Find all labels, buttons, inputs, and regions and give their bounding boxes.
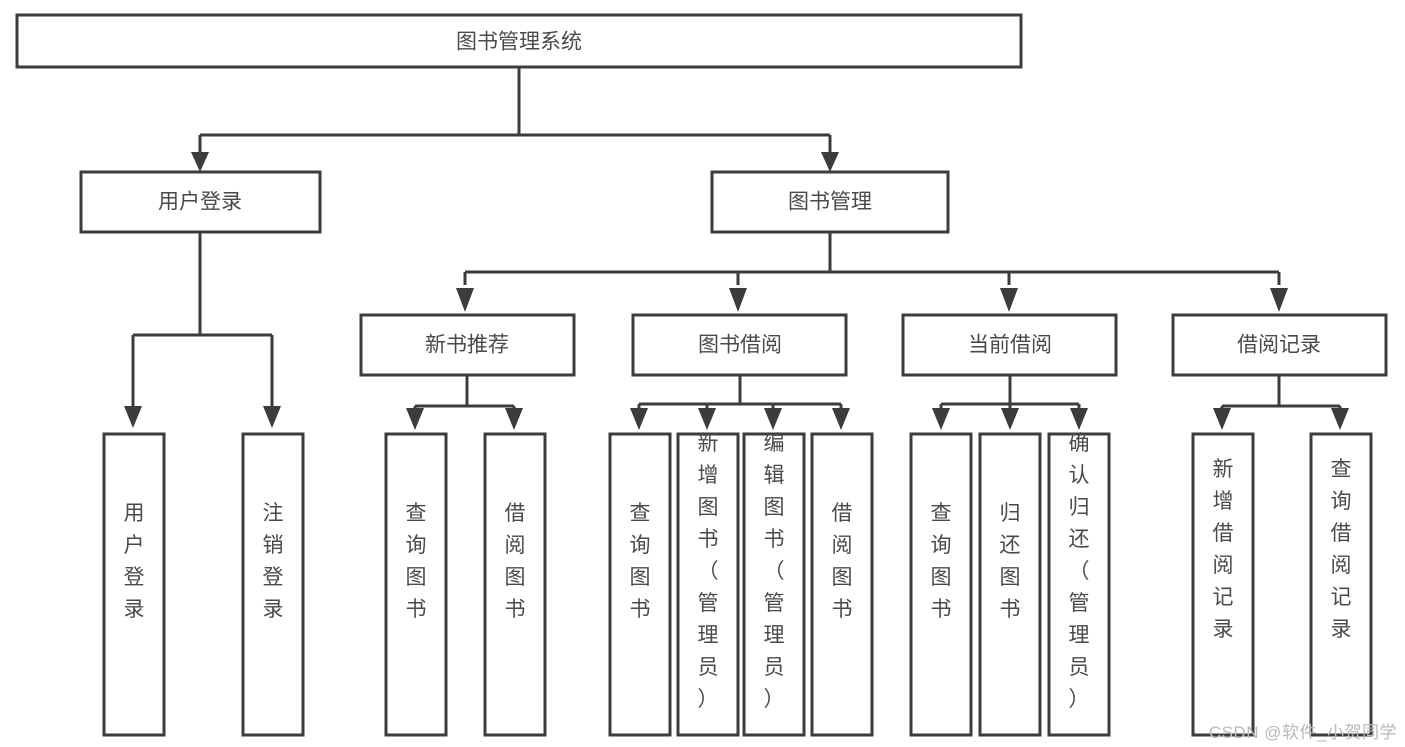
node-book-manage-box xyxy=(710,170,950,234)
leaf-user-login-login-box xyxy=(102,432,166,737)
node-current-borrow-box xyxy=(901,313,1118,377)
leaf-bookborrow-borrow-book[interactable]: 借阅图书 xyxy=(810,432,874,737)
leaf-user-login-logout[interactable]: 注销登录 xyxy=(241,432,305,737)
leaf-bookborrow-add-book-label: 新增图书（管理员） xyxy=(698,432,719,711)
leaf-bookborrow-add-book[interactable]: 新增图书（管理员） xyxy=(676,432,740,737)
leaf-currentborrow-return-book-box xyxy=(978,432,1042,737)
leaf-bookborrow-edit-book-box xyxy=(742,432,806,737)
leaf-bookborrow-query-book-box xyxy=(608,432,672,737)
arrowhead-newbook-leaf-2 xyxy=(505,408,523,430)
connector-userlogin-bus xyxy=(131,232,274,410)
leaf-currentborrow-return-book[interactable]: 归还图书 xyxy=(978,432,1042,737)
leaf-user-login-logout-box xyxy=(241,432,305,737)
connector-currentborrow-bus xyxy=(939,375,1081,410)
connector-bookmanage-bus xyxy=(463,232,1281,285)
leaf-borrowrecord-query-record-label: 查询借阅记录 xyxy=(1331,458,1352,641)
leaf-user-login-logout-label: 注销登录 xyxy=(263,502,284,621)
connector-root-to-level2 xyxy=(198,67,832,158)
leaf-currentborrow-confirm-return-box xyxy=(1047,432,1111,737)
arrowhead-to-book-borrow xyxy=(729,288,747,312)
leaf-currentborrow-query-book-label: 查询图书 xyxy=(931,502,952,621)
node-borrow-record-box xyxy=(1171,313,1388,377)
node-book-manage-label: 图书管理 xyxy=(788,191,872,214)
leaf-currentborrow-return-book-label: 归还图书 xyxy=(1000,502,1021,621)
connector-newbook-bus xyxy=(413,375,516,412)
node-root-system-box xyxy=(15,13,1023,69)
leaf-borrowrecord-add-record[interactable]: 新增借阅记录 xyxy=(1191,432,1255,737)
leaf-currentborrow-query-book-box xyxy=(909,432,973,737)
leaf-currentborrow-query-book[interactable]: 查询图书 xyxy=(909,432,973,737)
arrowhead-bookborrow-leaf-2 xyxy=(698,408,716,430)
leaf-newbook-query-book[interactable]: 查询图书 xyxy=(384,432,448,737)
leaf-borrowrecord-add-record-label: 新增借阅记录 xyxy=(1213,458,1234,641)
leaf-newbook-borrow-book[interactable]: 借阅图书 xyxy=(483,432,547,737)
leaf-bookborrow-edit-book[interactable]: 编辑图书（管理员） xyxy=(742,432,806,737)
arrowhead-to-current-borrow xyxy=(1000,288,1018,312)
arrowhead-borrowrecord-leaf-1 xyxy=(1213,408,1231,430)
node-new-book-recommend-box xyxy=(359,313,576,377)
arrowhead-to-user-login xyxy=(191,152,209,172)
arrowhead-userlogin-leaf-1 xyxy=(124,406,142,428)
leaf-currentborrow-confirm-return[interactable]: 确认归还（管理员） xyxy=(1047,432,1111,737)
leaf-currentborrow-confirm-return-label: 确认归还（管理员） xyxy=(1069,432,1090,711)
leaf-bookborrow-query-book-label: 查询图书 xyxy=(630,502,651,621)
node-book-borrow-label: 图书借阅 xyxy=(698,334,782,357)
node-new-book-recommend[interactable]: 新书推荐 xyxy=(359,313,576,377)
arrowhead-to-book-manage xyxy=(821,152,839,172)
leaf-borrowrecord-query-record-box xyxy=(1309,432,1373,737)
node-new-book-recommend-label: 新书推荐 xyxy=(425,334,509,357)
node-current-borrow-label: 当前借阅 xyxy=(968,334,1052,357)
connector-bookborrow-bus xyxy=(637,375,843,410)
arrowhead-currentborrow-leaf-1 xyxy=(932,408,950,430)
node-current-borrow[interactable]: 当前借阅 xyxy=(901,313,1118,377)
arrowhead-bookborrow-leaf-4 xyxy=(832,408,850,430)
leaf-newbook-query-book-box xyxy=(384,432,448,737)
leaf-bookborrow-edit-book-label: 编辑图书（管理员） xyxy=(764,432,785,711)
leaf-newbook-borrow-book-box xyxy=(483,432,547,737)
leaf-newbook-borrow-book-label: 借阅图书 xyxy=(505,502,526,621)
leaf-bookborrow-borrow-book-label: 借阅图书 xyxy=(832,502,853,621)
leaf-user-login-login[interactable]: 用户登录 xyxy=(102,432,166,737)
node-book-borrow-box xyxy=(631,313,848,377)
connector-layer xyxy=(124,67,1349,430)
node-user-login-label: 用户登录 xyxy=(158,191,242,214)
leaf-bookborrow-add-book-box xyxy=(676,432,740,737)
node-book-borrow[interactable]: 图书借阅 xyxy=(631,313,848,377)
leaf-user-login-login-label: 用户登录 xyxy=(124,502,145,621)
csdn-watermark: CSDN @软件_小贺同学 xyxy=(1208,723,1397,742)
node-user-login-box xyxy=(79,170,322,234)
node-root-system[interactable]: 图书管理系统 xyxy=(15,13,1023,69)
arrowhead-bookborrow-leaf-3 xyxy=(764,408,782,430)
leaf-borrowrecord-query-record[interactable]: 查询借阅记录 xyxy=(1309,432,1373,737)
arrowhead-borrowrecord-leaf-2 xyxy=(1331,408,1349,430)
arrowhead-currentborrow-leaf-2 xyxy=(1001,408,1019,430)
arrowhead-to-borrow-record xyxy=(1270,288,1288,312)
arrowhead-to-new-book xyxy=(456,288,474,312)
arrowhead-bookborrow-leaf-1 xyxy=(630,408,648,430)
arrowhead-newbook-leaf-1 xyxy=(406,408,424,430)
leaf-borrowrecord-add-record-box xyxy=(1191,432,1255,737)
leaf-newbook-query-book-label: 查询图书 xyxy=(406,502,427,621)
node-root-system-label: 图书管理系统 xyxy=(456,31,582,54)
node-borrow-record-label: 借阅记录 xyxy=(1237,334,1321,357)
connector-borrowrecord-bus xyxy=(1220,375,1342,412)
arrowhead-currentborrow-leaf-3 xyxy=(1070,408,1088,430)
node-borrow-record[interactable]: 借阅记录 xyxy=(1171,313,1388,377)
leaf-bookborrow-query-book[interactable]: 查询图书 xyxy=(608,432,672,737)
node-book-manage[interactable]: 图书管理 xyxy=(710,170,950,234)
leaf-bookborrow-borrow-book-box xyxy=(810,432,874,737)
arrowhead-userlogin-leaf-2 xyxy=(263,406,281,428)
node-user-login[interactable]: 用户登录 xyxy=(79,170,322,234)
